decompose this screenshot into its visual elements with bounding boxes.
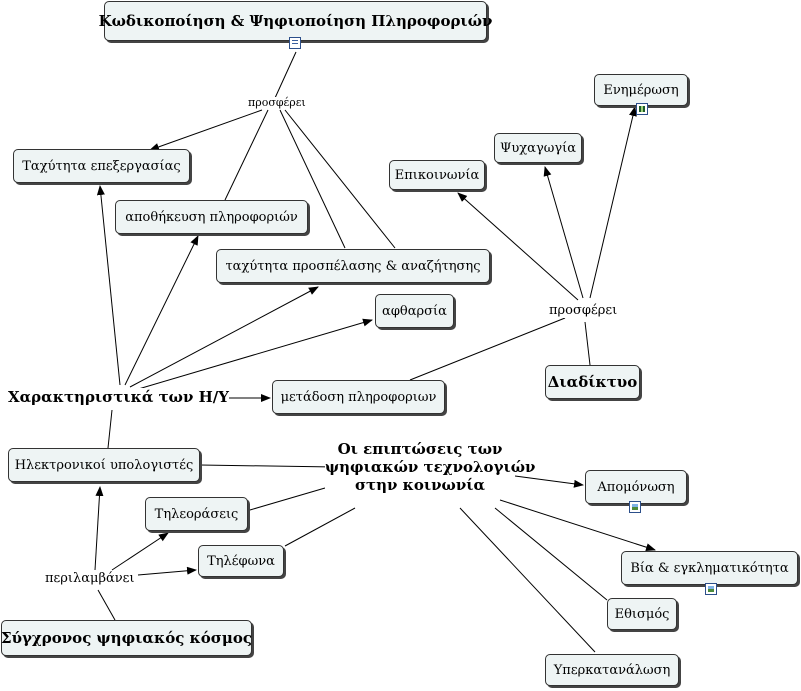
- node-psychagogia[interactable]: Ψυχαγωγία: [494, 133, 582, 163]
- node-epikoinonia-label: Επικοινωνία: [394, 167, 480, 183]
- node-enimerosi[interactable]: Ενημέρωση: [594, 74, 688, 106]
- node-tileoraseis-label: Τηλεοράσεις: [154, 506, 239, 522]
- node-aftharsia-label: αφθαρσία: [382, 303, 447, 319]
- node-ilektronikoi[interactable]: Ηλεκτρονικοί υπολογιστές: [8, 448, 200, 482]
- node-yperkatanalosi[interactable]: Υπερκατανάλωση: [545, 654, 679, 686]
- node-ilektronikoi-label: Ηλεκτρονικοί υπολογιστές: [14, 457, 194, 473]
- node-tilefona-label: Τηλέφωνα: [207, 553, 275, 569]
- node-via[interactable]: Βία & εγκληματικότητα: [621, 551, 798, 585]
- link-label-prosferei-right: προσφέρει: [549, 303, 618, 319]
- node-epiptoseis-line1: Οι επιπτώσεις των: [337, 440, 503, 458]
- link-prosferei-epikoinonia: [457, 192, 579, 301]
- node-enimerosi-label: Ενημέρωση: [603, 82, 679, 98]
- link-prosferei-apothikeysi: [224, 109, 269, 201]
- link-sygchronos-periliamvanei: [97, 589, 116, 621]
- image-icon-via[interactable]: [705, 583, 717, 595]
- node-psychagogia-label: Ψυχαγωγία: [500, 140, 576, 156]
- link-metadosi-prosferei: [409, 317, 566, 381]
- link-periliamvanei-tileoraseis: [111, 532, 169, 571]
- node-sygchronos-label: Σύγχρονος ψηφιακός κόσμος: [1, 629, 252, 647]
- image-icon-apomonosi[interactable]: [629, 501, 641, 513]
- node-taxytita-epex-label: Ταχύτητα επεξεργασίας: [22, 158, 181, 174]
- node-diadiktyo[interactable]: Διαδίκτυο: [545, 365, 640, 399]
- link-kodikopoiisi-prosferei: [274, 51, 297, 99]
- link-prosferei-taxytita-epex: [149, 109, 263, 151]
- node-kodikopoiisi[interactable]: Κωδικοποίηση & Ψηφιοποίηση Πληροφοριών: [99, 1, 492, 41]
- link-epiptoseis-tilefona: [284, 507, 356, 547]
- link-ilektr-char: [107, 409, 113, 449]
- link-epiptoseis-via: [499, 499, 656, 552]
- document-icon[interactable]: [289, 37, 301, 49]
- link-epiptoseis-yperkatanalosi: [459, 507, 596, 653]
- link-char-taxytita: [96, 185, 121, 386]
- node-epiptoseis[interactable]: Οι επιπτώσεις των ψηφιακών τεχνολογιών σ…: [325, 440, 536, 494]
- node-kodikopoiisi-label: Κωδικοποίηση & Ψηφιοποίηση Πληροφοριών: [98, 12, 493, 30]
- node-yperkatanalosi-label: Υπερκατανάλωση: [553, 662, 671, 678]
- node-tilefona[interactable]: Τηλέφωνα: [198, 545, 284, 577]
- node-epiptoseis-line2: ψηφιακών τεχνολογιών: [325, 458, 536, 476]
- node-metadosi-label: μετάδοση πληροφοριων: [280, 389, 437, 405]
- link-prosferei-psychagogia: [543, 166, 584, 299]
- link-epiptoseis-apomonosi: [514, 475, 584, 488]
- node-apomonosi[interactable]: Απομόνωση: [585, 470, 687, 504]
- link-char-taxytita-prosp: [129, 286, 319, 388]
- node-apothikeysi-label: αποθήκευση πληροφοριών: [125, 209, 298, 225]
- node-ethismos-label: Εθισμός: [614, 606, 670, 622]
- link-char-aftharsia: [134, 318, 373, 391]
- link-diadiktyo-prosferei: [584, 321, 591, 366]
- link-periliamvanei-ilektr: [94, 486, 104, 571]
- node-epiptoseis-line3: στην κοινωνία: [354, 476, 486, 494]
- link-prosferei-enimerosi: [589, 106, 637, 299]
- node-diadiktyo-label: Διαδίκτυο: [547, 373, 638, 391]
- link-epiptoseis-tileoraseis: [249, 487, 326, 511]
- link-epiptoseis-ilektr: [199, 464, 336, 468]
- link-prosferei-taxytita-prosp: [279, 109, 346, 249]
- link-periliamvanei-tilefona: [137, 566, 197, 576]
- node-taxytita-prosp-label: ταχύτητα προσπέλασης & αναζήτησης: [225, 258, 481, 274]
- node-aftharsia[interactable]: αφθαρσία: [375, 294, 454, 328]
- node-apomonosi-label: Απομόνωση: [597, 479, 675, 495]
- node-via-label: Βία & εγκληματικότητα: [630, 560, 789, 576]
- node-sygchronos[interactable]: Σύγχρονος ψηφιακός κόσμος: [1, 620, 252, 656]
- link-char-apothikeysi: [124, 235, 199, 386]
- link-label-prosferei-top: προσφέρει: [248, 96, 306, 110]
- link-label-periliamvanei: περιλαμβάνει: [45, 571, 135, 587]
- node-epikoinonia[interactable]: Επικοινωνία: [389, 160, 485, 190]
- node-taxytita-prosp[interactable]: ταχύτητα προσπέλασης & αναζήτησης: [216, 249, 490, 283]
- node-metadosi[interactable]: μετάδοση πληροφοριων: [272, 380, 445, 414]
- node-charaktiristika[interactable]: Χαρακτηριστικά των Η/Υ: [8, 388, 229, 406]
- film-icon[interactable]: [636, 103, 648, 115]
- node-tileoraseis[interactable]: Τηλεοράσεις: [145, 497, 248, 531]
- node-ethismos[interactable]: Εθισμός: [607, 598, 677, 630]
- link-epiptoseis-ethismos: [494, 507, 608, 601]
- node-apothikeysi[interactable]: αποθήκευση πληροφοριών: [115, 200, 308, 234]
- node-taxytita-epex[interactable]: Ταχύτητα επεξεργασίας: [13, 149, 190, 183]
- link-prosferei-aftharsia: [284, 109, 396, 249]
